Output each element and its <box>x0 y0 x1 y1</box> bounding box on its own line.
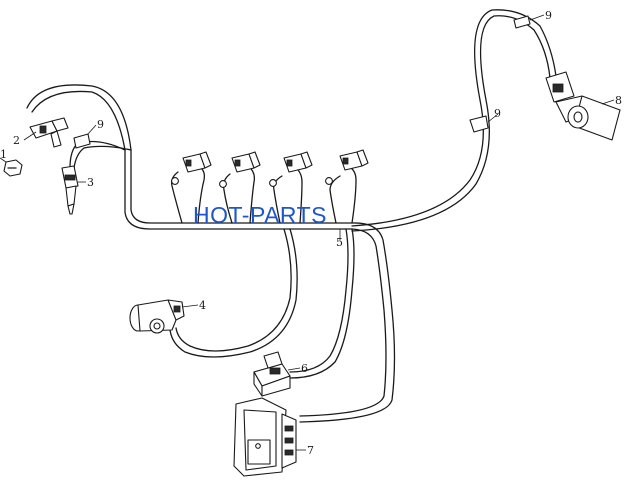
callout-1: 1 <box>0 148 7 161</box>
callout-6: 6 <box>301 362 308 375</box>
callout-9-left: 9 <box>97 118 104 131</box>
callout-2: 2 <box>13 134 20 147</box>
sensor-part-8 <box>545 71 621 141</box>
sensor-part-3 <box>61 165 79 215</box>
leader-lines <box>0 14 615 451</box>
callouts: 1 2 3 4 5 6 7 8 9 9 9 <box>0 9 622 457</box>
clip-part-9-b <box>469 115 489 133</box>
ecu-part-7 <box>233 397 297 477</box>
watermark: HOT-PARTS <box>193 202 327 228</box>
callout-8: 8 <box>615 94 622 107</box>
connector-part-6 <box>253 351 291 397</box>
sensor-part-2 <box>29 117 69 148</box>
clip-part-9-c <box>73 133 91 149</box>
ring-terminals <box>171 177 333 188</box>
bolt-part-1 <box>3 159 23 177</box>
callout-9-middle: 9 <box>494 107 501 120</box>
injector-connector-1 <box>182 151 212 173</box>
injector-connector-4 <box>339 149 369 171</box>
callout-3: 3 <box>87 176 94 189</box>
injector-connector-3 <box>283 151 313 173</box>
callout-5: 5 <box>336 236 343 249</box>
callout-9-top: 9 <box>545 9 552 22</box>
callout-4: 4 <box>199 299 206 312</box>
injector-connector-2 <box>231 151 261 173</box>
callout-7: 7 <box>307 444 314 457</box>
clip-part-9-a <box>513 15 531 29</box>
sensor-part-4 <box>129 299 185 334</box>
